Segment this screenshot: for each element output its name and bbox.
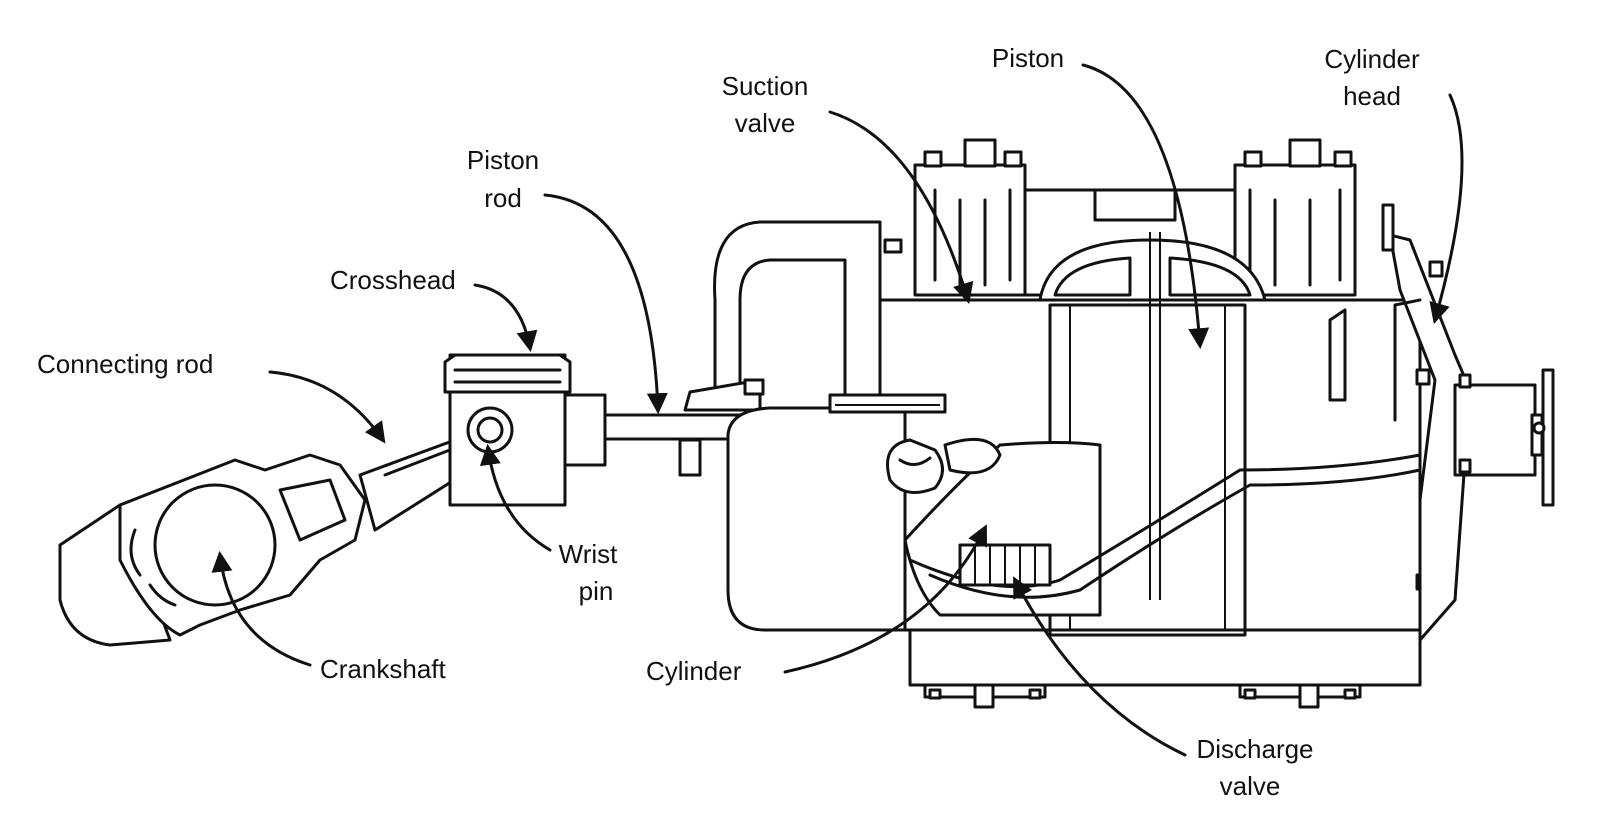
arrow-wrist-pin [479,443,552,552]
label-wrist-pin-line1: Wrist [559,539,619,569]
label-cylinder: Cylinder [646,656,742,686]
arrow-discharge-valve [1013,576,1187,757]
label-cylinder-head-line2: head [1343,81,1401,111]
label-suction-valve-line1: Suction [722,71,809,101]
label-discharge-valve-line1: Discharge [1196,734,1313,764]
label-cylinder-head-line1: Cylinder [1324,44,1420,74]
arrow-piston [1081,63,1210,350]
arrow-cylinder-head [1429,93,1464,325]
arrow-cylinder [783,524,988,674]
label-crosshead: Crosshead [330,265,456,295]
label-piston-rod-line2: rod [484,183,522,213]
arrow-crosshead [473,283,538,353]
compressor-body [678,138,1431,709]
cylinder-head-part [1328,203,1555,642]
leader-arrows [211,63,1464,757]
label-connecting-rod: Connecting rod [37,349,213,379]
crankshaft-part [58,453,367,647]
label-crankshaft: Crankshaft [320,654,446,684]
arrow-crankshaft [211,550,312,667]
label-piston-rod-line1: Piston [467,145,539,175]
arrow-suction-valve [828,110,974,305]
arrow-piston-rod [543,193,668,415]
label-discharge-valve-line2: valve [1220,771,1281,801]
label-suction-valve-line2: valve [735,108,796,138]
label-piston: Piston [992,43,1064,73]
crosshead-part [443,353,607,507]
label-wrist-pin-line2: pin [579,576,614,606]
arrow-connecting-rod [268,370,386,444]
labels: Connecting rod Crosshead Piston rod Suct… [37,43,1420,801]
